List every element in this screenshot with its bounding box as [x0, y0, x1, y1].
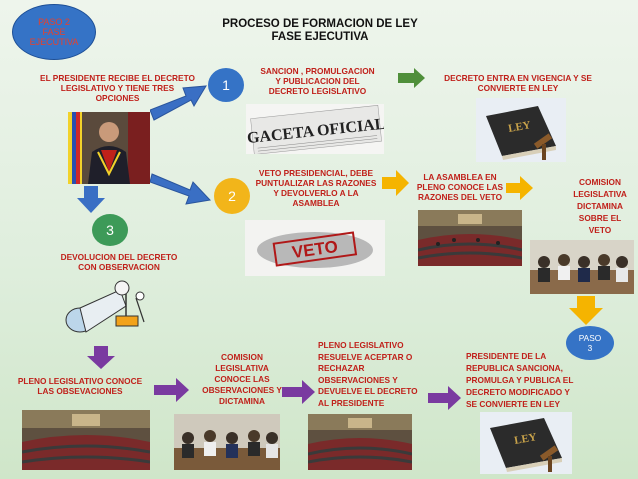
text-line: PRESIDENTE DE LA: [466, 351, 547, 361]
text-line: LEGISLATIVA: [573, 189, 627, 199]
text-line: CONVIERTE EN LEY: [477, 83, 559, 93]
text-line: PUNTUALIZAR LAS RAZONES: [255, 178, 377, 188]
purple-arrow-2: [282, 380, 315, 404]
text-line: OBSERVACIONES Y: [202, 385, 282, 395]
text-line: DICTAMINA: [219, 396, 265, 406]
text-line: RAZONES DEL VETO: [417, 192, 503, 202]
text-line: DICTAMINA: [577, 201, 623, 211]
text-decreto-entra: DECRETO ENTRA EN VIGENCIA Y SE CONVIERTE…: [428, 73, 608, 93]
text-line: DECRETO LEGISLATIVO: [268, 86, 367, 96]
telescope-illustration: [56, 276, 154, 340]
paso3-badge: PASO 3: [566, 326, 614, 360]
text-line: Y DEVOLVERLO A LA: [273, 188, 359, 198]
text-line: COMISION: [221, 352, 263, 362]
asamblea-photo-2: [22, 410, 150, 470]
text-comision-conoce: COMISION LEGISLATIVA CONOCE LAS OBSERVAC…: [190, 352, 294, 407]
text-presidente-sanciona: PRESIDENTE DE LA REPUBLICA SANCIONA, PRO…: [466, 350, 590, 410]
yellow-arrow-1: [382, 170, 409, 196]
paso2-line1: PASO 2: [38, 17, 70, 27]
text-line: PLENO CONOCE LAS: [416, 182, 504, 192]
ley-book-image-2: LEY: [480, 412, 572, 474]
text-line: LEGISLATIVO Y TIENE TRES: [60, 83, 175, 93]
president-photo: [68, 112, 150, 184]
text-line: DECRETO MODIFICADO Y: [466, 387, 570, 397]
title-line2: FASE EJECUTIVA: [271, 31, 369, 43]
paso2-line2: FASE: [42, 27, 66, 37]
blue-arrow-to-1: [150, 85, 207, 121]
text-pleno-conoce: PLENO LEGISLATIVO CONOCE LAS OBSEVACIONE…: [6, 376, 154, 396]
purple-arrow-1: [154, 378, 189, 402]
green-arrow: [398, 68, 425, 88]
ley-label-2: LEY: [513, 431, 537, 447]
paso3-line2: 3: [587, 343, 593, 353]
text-line: VETO: [588, 225, 612, 235]
text-line: EL PRESIDENTE RECIBE EL DECRETO: [40, 73, 195, 83]
paso2-line3: EJECUTIVA: [29, 37, 79, 47]
text-line: RESUELVE ACEPTAR O: [318, 351, 413, 362]
asamblea-photo-3: [308, 414, 412, 470]
blue-down-arrow: [77, 186, 105, 213]
step-1-circle: 1: [208, 68, 244, 102]
page-title: PROCESO DE FORMACION DE LEY FASE EJECUTI…: [200, 18, 440, 44]
text-line: PROMULGA Y PUBLICA EL: [466, 375, 574, 385]
gaceta-oficial-image: GACETA OFICIAL: [246, 104, 384, 154]
step-2-circle: 2: [214, 178, 250, 214]
text-line: CONOCE LAS: [214, 374, 270, 384]
text-line: COMISION: [579, 177, 621, 187]
step-2-number: 2: [228, 188, 236, 204]
text-line: SANCION , PROMULGACION: [260, 66, 375, 76]
text-line: OPCIONES: [95, 93, 140, 103]
text-veto: VETO PRESIDENCIAL, DEBE PUNTUALIZAR LAS …: [254, 168, 378, 208]
text-line: OBSERVACIONES Y: [318, 374, 398, 385]
text-line: SE CONVIERTE EN LEY: [466, 399, 561, 409]
step-1-number: 1: [222, 77, 230, 93]
text-line: DEVOLUCION DEL DECRETO: [60, 252, 178, 262]
text-line: RECHAZAR: [318, 363, 365, 373]
yellow-down-arrow: [569, 296, 603, 325]
text-line: ASAMBLEA: [292, 198, 340, 208]
text-line: PLENO LEGISLATIVO CONOCE: [17, 376, 143, 386]
asamblea-photo-1: [418, 210, 522, 266]
text-line: LAS OBSEVACIONES: [37, 386, 123, 396]
ley-label-1: LEY: [507, 119, 531, 135]
text-line: REPUBLICA SANCIONA,: [466, 363, 563, 373]
text-line: DECRETO ENTRA EN VIGENCIA Y SE: [444, 73, 592, 83]
text-line: LA ASAMBLEA EN: [423, 172, 497, 182]
comision-photo-bottom: [174, 414, 280, 470]
paso2-badge: PASO 2 FASE EJECUTIVA: [12, 4, 96, 60]
step-3-number: 3: [106, 222, 114, 238]
text-line: CON OBSERVACION: [78, 262, 160, 272]
purple-arrow-3: [428, 386, 461, 410]
veto-stamp-image: VETO: [245, 220, 385, 276]
text-devolucion: DEVOLUCION DEL DECRETO CON OBSERVACION: [44, 252, 194, 272]
text-line: DEVUELVE EL DECRETO: [318, 386, 418, 396]
text-asamblea-conoce: LA ASAMBLEA EN PLENO CONOCE LAS RAZONES …: [414, 172, 506, 202]
title-line1: PROCESO DE FORMACION DE LEY: [222, 18, 418, 30]
text-line: LEGISLATIVA: [215, 363, 269, 373]
text-line: VETO PRESIDENCIAL, DEBE: [258, 168, 374, 178]
text-line: Y PUBLICACION DEL: [275, 76, 360, 86]
text-sancion: SANCION , PROMULGACION Y PUBLICACION DEL…: [250, 66, 385, 96]
text-comision-dictamina: COMISION LEGISLATIVA DICTAMINA SOBRE EL …: [566, 176, 634, 236]
text-line: PLENO LEGISLATIVO: [318, 340, 404, 350]
text-pleno-resuelve: PLENO LEGISLATIVO RESUELVE ACEPTAR O REC…: [318, 340, 426, 409]
comision-photo-right: [530, 240, 634, 294]
purple-down-arrow: [87, 346, 115, 369]
blue-arrow-to-2: [150, 173, 212, 205]
text-line: AL PRESIDENTE: [318, 397, 385, 408]
yellow-arrow-2: [506, 176, 533, 200]
step-3-circle: 3: [92, 214, 128, 246]
text-presidente-recibe: EL PRESIDENTE RECIBE EL DECRETO LEGISLAT…: [30, 73, 205, 103]
text-line: SOBRE EL: [578, 213, 622, 223]
ley-book-image-1: LEY: [476, 98, 566, 162]
paso3-line1: PASO: [578, 333, 602, 343]
